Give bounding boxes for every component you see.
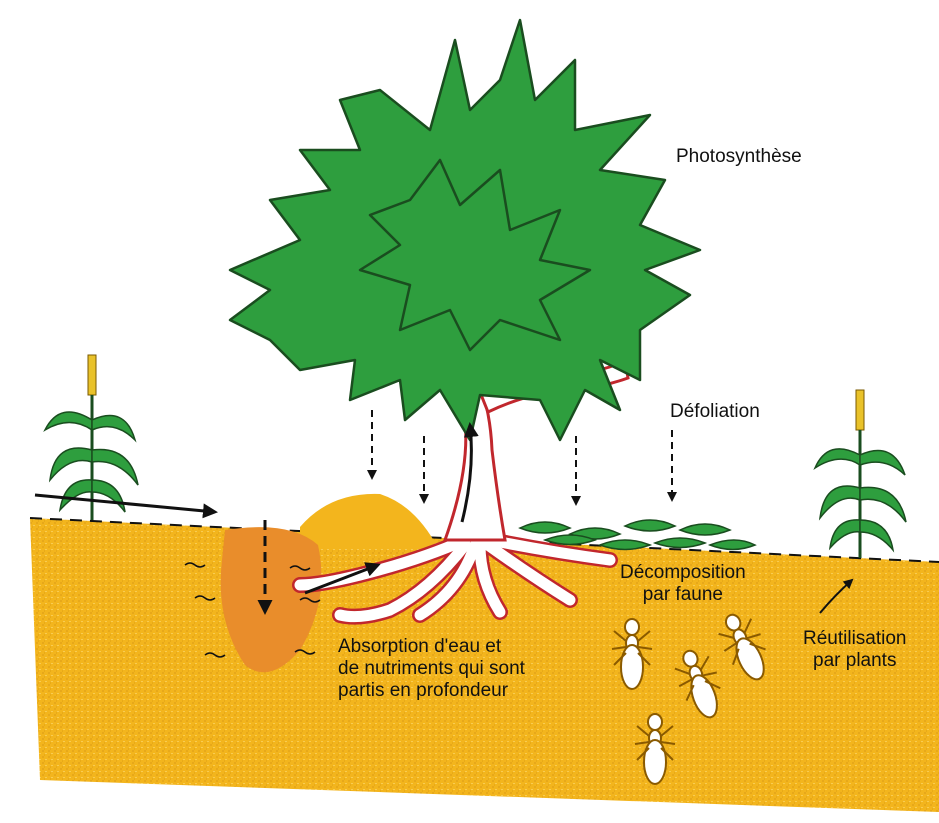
decomposition-label-line1: Décomposition — [620, 562, 746, 584]
tree-canopy — [230, 20, 700, 440]
decomposition-label: Décomposition par faune — [620, 562, 746, 606]
reuse-label-line1: Réutilisation — [803, 628, 907, 650]
absorption-label: Absorption d'eau et de nutriments qui so… — [338, 636, 525, 702]
defoliation-label: Défoliation — [670, 401, 760, 423]
reuse-label: Réutilisation par plants — [803, 628, 907, 672]
decomposition-label-line2: par faune — [620, 584, 746, 606]
maize-plant-left — [45, 355, 138, 520]
soil-mound — [300, 494, 438, 548]
absorption-label-line1: Absorption d'eau et — [338, 636, 525, 658]
photosynthesis-label: Photosynthèse — [676, 146, 802, 168]
absorption-label-line3: partis en profondeur — [338, 680, 525, 702]
maize-plant-right — [815, 390, 906, 558]
reuse-label-line2: par plants — [803, 650, 907, 672]
absorption-label-line2: de nutriments qui sont — [338, 658, 525, 680]
